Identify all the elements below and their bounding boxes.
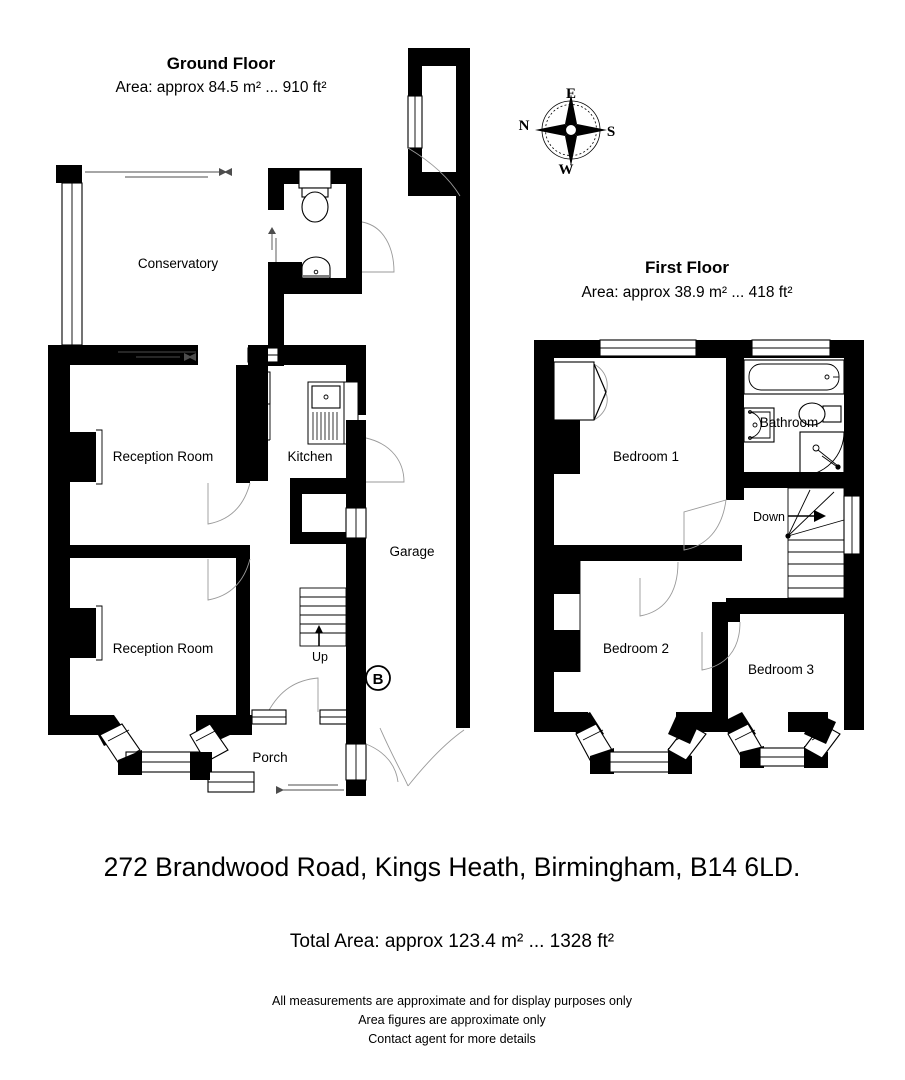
compass-label-left: N xyxy=(519,118,530,134)
ground-room-porch: Porch xyxy=(252,750,287,765)
first-floor-plan: Bedroom 1 xyxy=(534,339,864,774)
bay-window-bedroom-2 xyxy=(570,712,707,774)
first-room-bedroom-3: Bedroom 3 xyxy=(748,662,814,677)
bay-window-reception xyxy=(92,715,255,793)
bedroom-3-structure: Bedroom 3 xyxy=(701,602,841,768)
bedroom-1-structure: Bedroom 1 xyxy=(553,358,744,561)
hall-stairs-structure: Up Porch B xyxy=(251,480,399,796)
compass-label-top: E xyxy=(566,86,576,102)
first-room-bedroom-2: Bedroom 2 xyxy=(603,641,669,656)
ground-room-kitchen: Kitchen xyxy=(287,449,332,464)
ground-floor-area: Area: approx 84.5 m² ... 910 ft² xyxy=(115,79,326,96)
badge-b-label: B xyxy=(373,671,384,688)
disclaimer-line-2: Area figures are approximate only xyxy=(358,1013,546,1027)
wc-structure xyxy=(268,168,395,366)
compass-label-bottom: W xyxy=(559,162,574,178)
disclaimer-line-1: All measurements are approximate and for… xyxy=(272,994,633,1008)
ground-room-reception-2: Reception Room xyxy=(113,641,214,656)
ground-floor-plan: Garage Conservatory xyxy=(48,48,470,796)
first-room-bathroom: Bathroom xyxy=(760,415,819,430)
ground-stair-label: Up xyxy=(312,650,328,664)
bathroom-structure: Bathroom xyxy=(726,359,845,488)
landing-stairs-structure: Down xyxy=(726,487,864,730)
total-area: Total Area: approx 123.4 m² ... 1328 ft² xyxy=(290,931,614,952)
ground-room-garage: Garage xyxy=(389,544,434,559)
badge-b: B xyxy=(365,665,391,691)
bay-window-bedroom-3 xyxy=(722,712,841,768)
first-room-bedroom-1: Bedroom 1 xyxy=(613,449,679,464)
ground-room-conservatory: Conservatory xyxy=(138,256,219,271)
first-stair-label: Down xyxy=(753,510,785,524)
compass-label-right: S xyxy=(607,124,615,140)
garage-structure: Garage xyxy=(379,48,470,787)
bedroom-2-structure: Bedroom 2 xyxy=(534,558,728,774)
reception-structure: Reception Room Reception Room xyxy=(48,345,255,793)
first-floor-title: First Floor xyxy=(645,258,729,277)
ground-room-reception-1: Reception Room xyxy=(113,449,214,464)
property-address: 272 Brandwood Road, Kings Heath, Birming… xyxy=(104,852,801,882)
first-floor-area: Area: approx 38.9 m² ... 418 ft² xyxy=(581,284,792,301)
compass-rose: E N S W xyxy=(519,86,616,178)
kitchen-structure: Kitchen xyxy=(247,345,405,494)
ground-floor-title: Ground Floor xyxy=(167,54,276,73)
disclaimer-line-3: Contact agent for more details xyxy=(368,1032,535,1046)
